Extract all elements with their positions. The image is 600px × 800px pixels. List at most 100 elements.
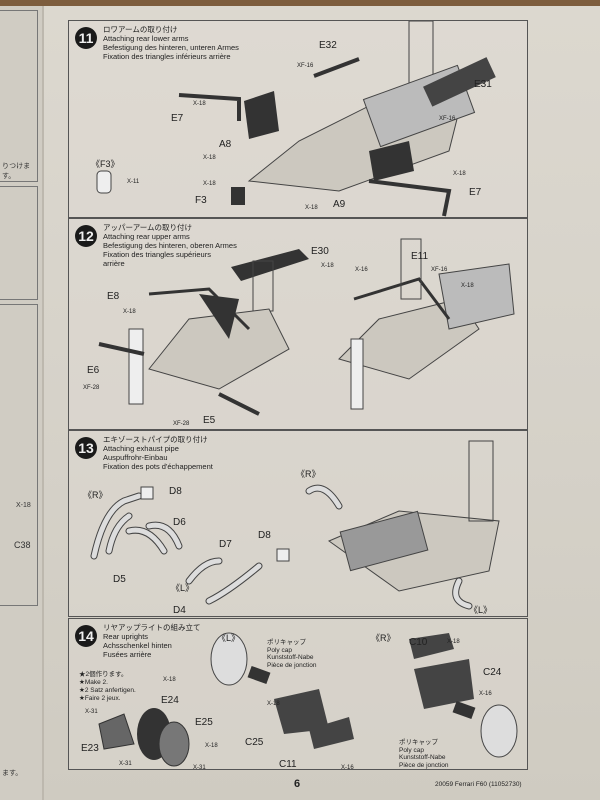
title-en: Attaching exhaust pipe bbox=[103, 444, 179, 453]
step-13: 13 エキゾーストパイプの取り付け Attaching exhaust pipe… bbox=[68, 430, 528, 617]
part-label: C25 bbox=[245, 737, 264, 748]
part-label: E25 bbox=[195, 717, 213, 728]
step-number: 13 bbox=[75, 437, 97, 459]
part-label: D5 bbox=[113, 574, 126, 585]
side-label-left: 《L》 bbox=[469, 605, 493, 615]
screw-label: X-31 bbox=[119, 761, 132, 767]
note-fr: ★Faire 2 jeux. bbox=[79, 695, 121, 702]
step-11: 11 ロワアームの取り付け Attaching rear lower arms … bbox=[68, 20, 528, 218]
side-label-right: 《R》 bbox=[83, 490, 108, 500]
part-label: E23 bbox=[81, 743, 99, 754]
part-label: E24 bbox=[161, 695, 179, 706]
title-en: Attaching rear lower arms bbox=[103, 34, 189, 43]
screw-label: X-18 bbox=[453, 171, 466, 177]
screw-label: X-31 bbox=[193, 765, 206, 771]
title-jp: ロワアームの取り付け bbox=[103, 25, 178, 34]
part-label: A8 bbox=[219, 139, 232, 150]
part-label: E7 bbox=[171, 113, 184, 124]
paint-label: XF-16 bbox=[439, 116, 456, 122]
part-label: E32 bbox=[319, 40, 337, 51]
part-label: D6 bbox=[173, 517, 186, 528]
side-label-right: 《R》 bbox=[371, 633, 396, 643]
paint-label: XF-16 bbox=[297, 63, 314, 69]
prev-text: ます。 bbox=[2, 770, 23, 777]
part-label: C24 bbox=[483, 667, 502, 678]
side-label-left: 《L》 bbox=[171, 583, 195, 593]
step-title: アッパーアームの取り付け Attaching rear upper arms B… bbox=[103, 223, 237, 268]
previous-page-edge: りつけます。 X-18 C38 ます。 bbox=[0, 6, 44, 800]
prev-step-box bbox=[0, 186, 38, 300]
polycap-de: Kunststoff-Nabe bbox=[399, 754, 446, 761]
title-jp: エキゾーストパイプの取り付け bbox=[103, 435, 208, 444]
make-two-note: ★2個作ります。 ★Make 2. ★2 Satz anfertigen. ★F… bbox=[79, 671, 136, 703]
title-en: Attaching rear upper arms bbox=[103, 232, 190, 241]
screw-label: X-18 bbox=[461, 283, 474, 289]
part-label: A9 bbox=[333, 199, 346, 210]
screw-label: X-16 bbox=[355, 267, 368, 273]
screw-label: X-11 bbox=[127, 179, 140, 185]
title-fr: Fixation des pots d'échappement bbox=[103, 462, 213, 471]
side-label-left: 《L》 bbox=[217, 633, 241, 643]
uprights-diagram bbox=[98, 632, 518, 767]
part-label: E6 bbox=[87, 365, 100, 376]
title-jp: リヤアップライトの組み立て bbox=[103, 623, 201, 632]
screw-label: X-18 bbox=[305, 205, 318, 211]
part-label: E11 bbox=[411, 251, 429, 262]
manual-page: りつけます。 X-18 C38 ます。 11 ロワアームの取り付け Attach… bbox=[0, 6, 600, 800]
part-label: D8 bbox=[258, 530, 271, 541]
screw-label: X-18 bbox=[203, 181, 216, 187]
step-number: 12 bbox=[75, 225, 97, 247]
screw-label: X-18 bbox=[123, 309, 136, 315]
step-12: 12 アッパーアームの取り付け Attaching rear upper arm… bbox=[68, 218, 528, 430]
screw-label: X-18 bbox=[163, 677, 176, 683]
paint-label: XF-16 bbox=[431, 267, 448, 273]
title-en: Rear uprights bbox=[103, 632, 149, 641]
step-title: ロワアームの取り付け Attaching rear lower arms Bef… bbox=[103, 25, 239, 61]
table-surface bbox=[0, 0, 600, 8]
side-label-right: 《R》 bbox=[296, 469, 321, 479]
upper-arms-diagram bbox=[98, 238, 515, 416]
step-number: 11 bbox=[75, 27, 97, 49]
step-14: 14 リヤアップライトの組み立て Rear uprights Achsschen… bbox=[68, 618, 528, 771]
title-fr: Fixation des triangles supérieurs arrièr… bbox=[103, 250, 211, 268]
title-de: Achsschenkel hinten bbox=[103, 641, 172, 650]
part-label: D8 bbox=[169, 486, 182, 497]
polycap-fr: Pièce de jonction bbox=[267, 661, 317, 669]
part-label: C10 bbox=[409, 637, 428, 648]
step-title: リヤアップライトの組み立て Rear uprights Achsschenkel… bbox=[103, 623, 201, 659]
part-label: E30 bbox=[311, 246, 329, 257]
polycap-jp: ポリキャップ bbox=[399, 739, 438, 746]
title-de: Befestigung des hinteren, oberen Armes bbox=[103, 241, 237, 250]
screw-label: X-31 bbox=[85, 709, 98, 715]
polycap-note-right: ポリキャップ Poly cap Kunststoff-Nabe Pièce de… bbox=[399, 739, 449, 769]
step-title: エキゾーストパイプの取り付け Attaching exhaust pipe Au… bbox=[103, 435, 213, 471]
prev-text: りつけます。 bbox=[2, 163, 31, 180]
screw-label: X-18 bbox=[321, 263, 334, 269]
prev-label: X-18 bbox=[16, 502, 31, 509]
part-label: D7 bbox=[219, 539, 232, 550]
title-de: Befestigung des hinteren, unteren Armes bbox=[103, 43, 239, 52]
title-de: Auspuffrohr-Einbau bbox=[103, 453, 168, 462]
note-jp: ★2個作ります。 bbox=[79, 671, 128, 678]
prev-label: C38 bbox=[14, 540, 31, 550]
product-code: 20059 Ferrari F60 (11052730) bbox=[435, 781, 522, 788]
part-label: 《F3》 bbox=[91, 159, 120, 169]
polycap-jp: ポリキャップ bbox=[267, 639, 306, 646]
screw-label: X-18 bbox=[447, 639, 460, 645]
note-de: ★2 Satz anfertigen. bbox=[79, 687, 136, 694]
part-label: F3 bbox=[195, 195, 207, 206]
screw-label: X-16 bbox=[341, 765, 354, 771]
part-label: C11 bbox=[279, 759, 297, 770]
note-en: ★Make 2. bbox=[79, 679, 108, 686]
part-label: E5 bbox=[203, 415, 216, 426]
prev-step-box bbox=[0, 304, 38, 606]
polycap-en: Poly cap bbox=[399, 746, 424, 754]
part-label: E8 bbox=[107, 291, 120, 302]
part-label: E31 bbox=[474, 79, 492, 90]
part-label: E7 bbox=[469, 187, 482, 198]
screw-label: X-18 bbox=[193, 101, 206, 107]
screw-label: X-18 bbox=[205, 743, 218, 749]
page-number: 6 bbox=[294, 778, 301, 790]
paint-label: XF-28 bbox=[83, 385, 100, 391]
paint-label: XF-28 bbox=[173, 421, 190, 427]
